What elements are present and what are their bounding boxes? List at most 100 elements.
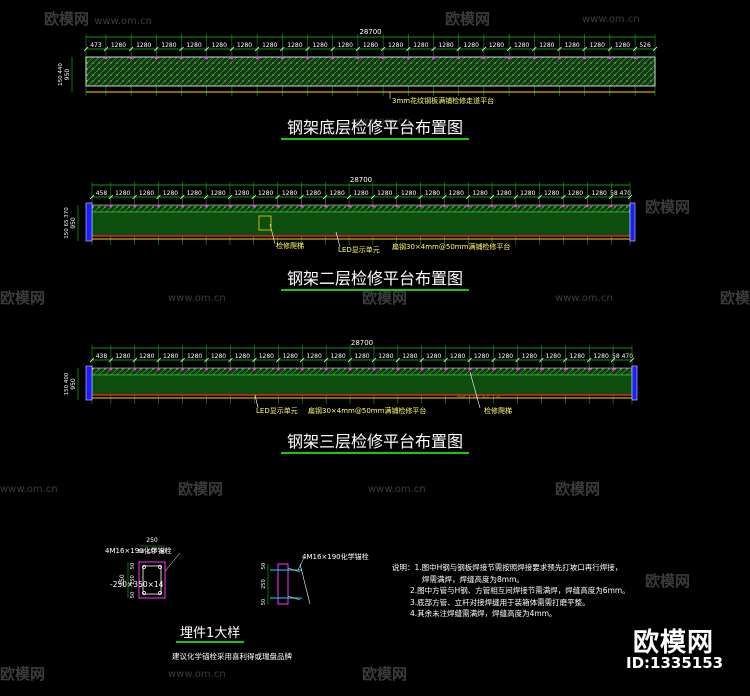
anchor-marker xyxy=(133,204,137,208)
detail-dim-text: 50 xyxy=(138,549,144,555)
segment-dim-text: 1280 xyxy=(353,190,368,197)
dim-tick xyxy=(346,194,352,200)
dim-tick xyxy=(395,357,401,363)
segment-dim-text: 1280 xyxy=(287,42,302,49)
detail-dim-text: 250 xyxy=(146,537,158,544)
dim-tick xyxy=(156,194,161,200)
anchor-marker xyxy=(229,367,232,371)
anchor-marker xyxy=(420,367,424,371)
dim-tick xyxy=(627,194,633,200)
dim-tick xyxy=(443,357,448,363)
dim-tick xyxy=(586,357,592,363)
dim-tick xyxy=(128,46,134,52)
dim-tick xyxy=(228,357,233,363)
anchor-marker xyxy=(538,204,542,208)
dim-tick xyxy=(108,357,114,363)
segment-dim-text: 1280 xyxy=(472,190,487,197)
dim-tick xyxy=(513,194,519,200)
anchor-marker xyxy=(562,204,565,208)
dim-tick xyxy=(465,194,471,200)
anchor-marker xyxy=(558,56,561,60)
total-dim-text: 28700 xyxy=(350,176,372,184)
dim-tick xyxy=(456,46,461,52)
bolt-hole xyxy=(158,591,162,595)
anchor-marker xyxy=(532,56,536,60)
anchor-marker xyxy=(563,367,567,371)
dim-tick xyxy=(394,194,400,200)
dim-tick xyxy=(330,46,335,52)
anchor-marker xyxy=(306,56,309,60)
dim-tick xyxy=(607,46,613,52)
anchor-marker xyxy=(516,367,519,371)
anchor-marker xyxy=(457,56,461,60)
segment-dim-text: 1280 xyxy=(570,353,585,360)
dim-tick xyxy=(418,194,423,200)
segment-dim-text: 1280 xyxy=(489,42,504,49)
anchor-marker xyxy=(466,204,470,208)
dim-tick xyxy=(371,357,377,363)
plan-title-1: 钢架底层检修平台布置图 xyxy=(0,114,750,140)
side-dim-text: 150 440 xyxy=(58,63,64,86)
segment-dim-text: 1280 xyxy=(262,42,277,49)
segment-dim-text: 1280 xyxy=(546,353,561,360)
dim-tick xyxy=(419,357,425,363)
segment-dim-text: 1280 xyxy=(363,42,378,49)
segment-dim-text: 1280 xyxy=(139,190,154,197)
plan-title-3: 钢架三层检修平台布置图 xyxy=(0,428,750,454)
anchor-marker xyxy=(583,56,587,60)
segment-dim-text: 1280 xyxy=(544,190,559,197)
bolt-hole xyxy=(158,565,162,569)
watermark: www.om.cn xyxy=(168,669,226,680)
detail-dim-text: 50 xyxy=(130,563,136,569)
side-dim-text: 950 xyxy=(64,69,71,81)
watermark: 欧模网 www.om.cn xyxy=(44,10,152,28)
segment-dim-text: 1280 xyxy=(115,190,130,197)
bolt-hatch xyxy=(287,567,301,573)
note-line: 2.图中方管与H钢、方管相互间焊接节需满焊，焊缝高度为6mm。 xyxy=(410,586,630,595)
anchor-marker xyxy=(230,56,234,60)
segment-dim-text: 1280 xyxy=(161,42,176,49)
dim-tick xyxy=(652,46,658,52)
segment-dim-text: 1280 xyxy=(568,190,583,197)
watermark: 欧模网 xyxy=(362,665,408,683)
anchor-marker xyxy=(228,204,232,208)
segment-dim-text: 1280 xyxy=(354,353,369,360)
segment-dim-text: 1280 xyxy=(237,42,252,49)
segment-dim-text: 1280 xyxy=(235,353,250,360)
dim-tick xyxy=(280,46,285,52)
segment-dim-text: 458 xyxy=(96,190,108,197)
dim-tick xyxy=(299,357,305,363)
plan2-led-label: LED显示单元 xyxy=(338,246,380,254)
dim-tick xyxy=(506,46,512,52)
brand-id: ID:1335153 xyxy=(626,654,724,672)
anchor-marker xyxy=(205,367,208,371)
brand-logo-text: 欧模网 xyxy=(633,628,715,658)
segment-dim-text: 1280 xyxy=(282,190,297,197)
deck-hatch xyxy=(85,56,656,87)
dim-tick xyxy=(276,357,281,363)
dim-tick xyxy=(180,194,185,200)
anchor-marker xyxy=(324,367,328,371)
side-dim-text: 150 65 370 xyxy=(64,207,70,239)
dim-tick xyxy=(156,357,162,363)
bolt-hatch xyxy=(287,595,301,601)
anchor-marker xyxy=(181,367,185,371)
watermark: www.om.cn xyxy=(0,484,58,495)
plan3-deck-label: 扁钢30×4mm@50mm满铺检修平台 xyxy=(308,407,427,415)
segment-dim-text: 1280 xyxy=(186,42,201,49)
dim-tick xyxy=(406,46,411,52)
watermark: 欧模网 xyxy=(645,572,691,590)
wall-line xyxy=(299,563,311,605)
dim-tick xyxy=(132,194,137,200)
detail-dim-text: 50 xyxy=(130,592,136,598)
dim-tick xyxy=(561,194,566,200)
side-dim-text: 950 xyxy=(70,378,77,390)
watermark: www.om.cn xyxy=(352,116,410,127)
detail-plate-label: -250×350×14 xyxy=(110,580,164,589)
leader-line xyxy=(254,394,259,409)
dim-tick xyxy=(431,46,436,52)
anchor-marker xyxy=(482,56,486,60)
